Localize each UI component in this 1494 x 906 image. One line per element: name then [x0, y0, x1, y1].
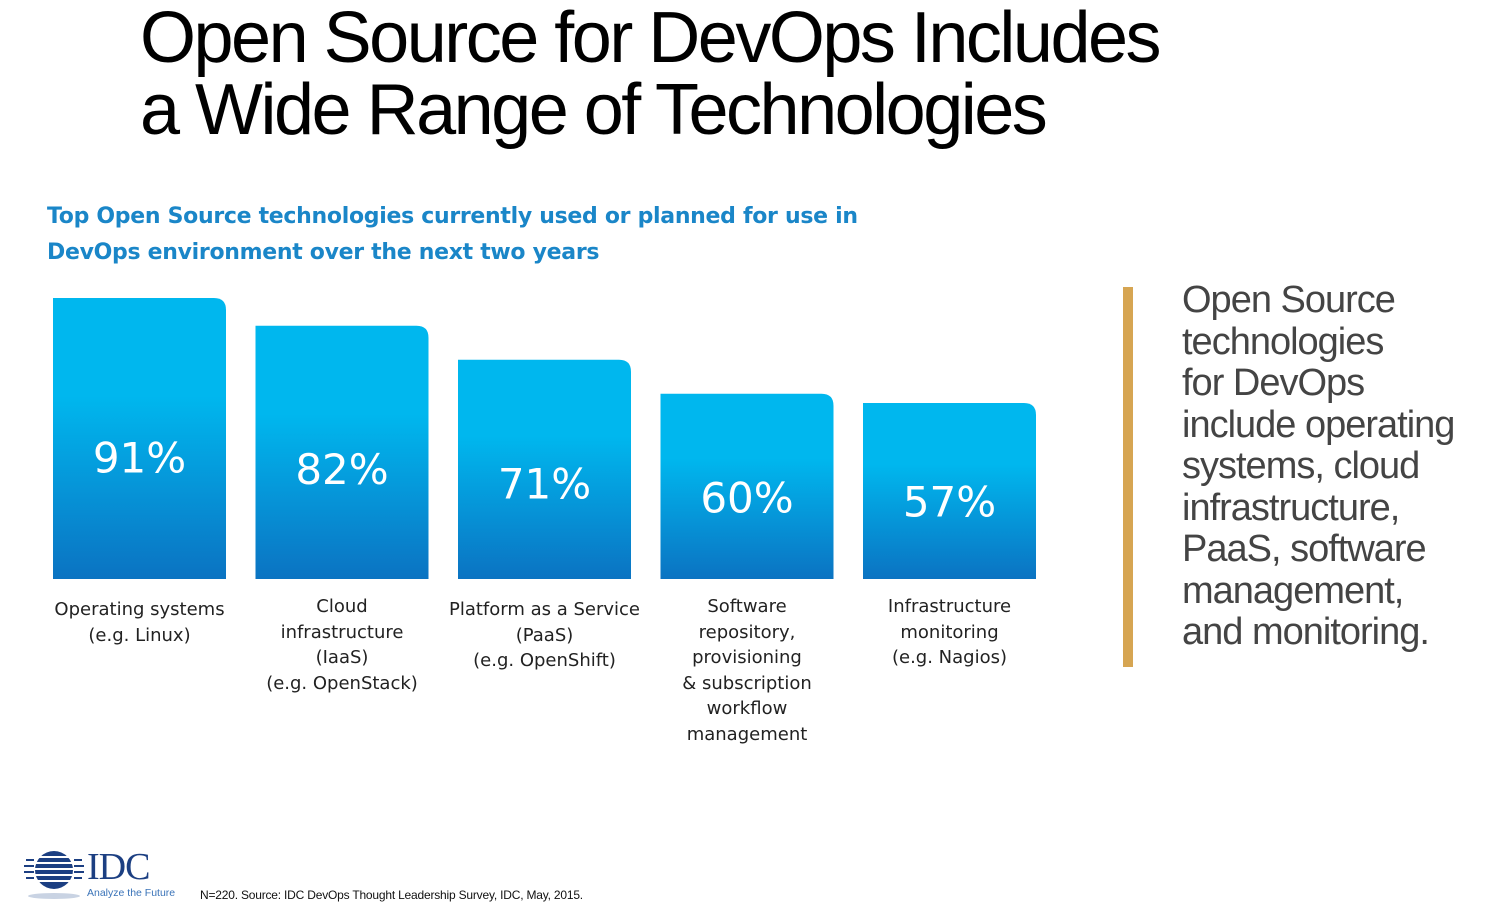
slide-title-line-2: a Wide Range of Technologies	[140, 70, 1048, 150]
category-label-line: Operating systems	[54, 599, 225, 620]
category-label-line: monitoring	[900, 621, 999, 643]
category-label-line: provisioning	[692, 647, 802, 668]
side-summary-line: PaaS, software	[1182, 528, 1427, 570]
category-label-line: (e.g. Linux)	[88, 624, 191, 646]
category-label-line: management	[686, 723, 808, 745]
idc-logo-globe-icon	[24, 851, 84, 899]
category-label-line: (e.g. Nagios)	[891, 647, 1008, 668]
slide-title-line-1: Open Source for DevOps Includes	[140, 0, 1162, 78]
category-label-line: infrastructure	[280, 621, 404, 643]
chart-title-line-1: Top Open Source technologies currently u…	[47, 204, 858, 229]
category-label-line: repository,	[698, 621, 796, 643]
idc-logo-wordmark: IDC	[87, 846, 150, 888]
bar-value-label: 57%	[903, 478, 996, 527]
bar-value-label: 71%	[498, 459, 591, 508]
bar-value-label: 60%	[700, 474, 793, 523]
chart-title: Top Open Source technologies currently u…	[47, 199, 927, 271]
side-summary-line: for DevOps	[1182, 362, 1365, 404]
bar-4	[863, 402, 1036, 579]
side-summary-line: Open Source	[1182, 279, 1396, 321]
category-label: Platform as a Service (PaaS) (e.g. OpenShi…	[445, 597, 645, 674]
category-label: Operating systems (e.g. Linux)	[40, 597, 240, 648]
slide-title: Open Source for DevOps Includes a Wide R…	[140, 2, 1460, 146]
source-footnote: N=220. Source: IDC DevOps Thought Leader…	[200, 888, 583, 902]
bar-1	[255, 325, 429, 579]
category-label-line: & subscription	[682, 672, 812, 694]
category-label-line: Cloud	[316, 596, 368, 617]
category-label: Software repository, provisioning & subscri…	[647, 594, 847, 747]
side-summary-line: include operating	[1182, 403, 1455, 446]
side-summary-line: technologies	[1182, 320, 1384, 363]
bar-chart: 91% 82% 71% 60% 57%	[53, 298, 1036, 579]
side-summary-line: systems, cloud	[1182, 445, 1420, 487]
bar-value-label: 82%	[295, 445, 388, 494]
chart-title-line-2: DevOps environment over the next two yea…	[47, 240, 600, 265]
category-label-line: Platform as a Service	[448, 599, 641, 620]
side-summary: Open Source technologies for DevOps incl…	[1182, 279, 1492, 654]
side-summary-line: and monitoring.	[1182, 611, 1430, 653]
bar-3	[660, 393, 834, 579]
category-label-line: (e.g. OpenShift)	[473, 650, 616, 671]
category-label-line: Software	[707, 596, 787, 617]
category-label-line: (e.g. OpenStack)	[266, 672, 418, 694]
side-summary-line: infrastructure,	[1182, 486, 1400, 529]
side-summary-line: management,	[1182, 569, 1404, 612]
bar-value-label: 91%	[93, 433, 186, 482]
idc-logo-tagline: Analyze the Future	[87, 887, 176, 899]
bar-2	[458, 359, 631, 579]
category-label-line: (PaaS)	[515, 624, 574, 646]
category-label: Infrastructure monitoring (e.g. Nagios)	[850, 594, 1050, 671]
category-label-line: (IaaS)	[315, 647, 369, 668]
category-label: Cloud infrastructure (IaaS) (e.g. OpenStack…	[242, 594, 442, 696]
bar-0	[53, 298, 226, 579]
category-label-line: Infrastructure	[887, 596, 1012, 617]
category-label-line: workflow	[706, 698, 788, 719]
accent-divider	[1123, 287, 1133, 667]
